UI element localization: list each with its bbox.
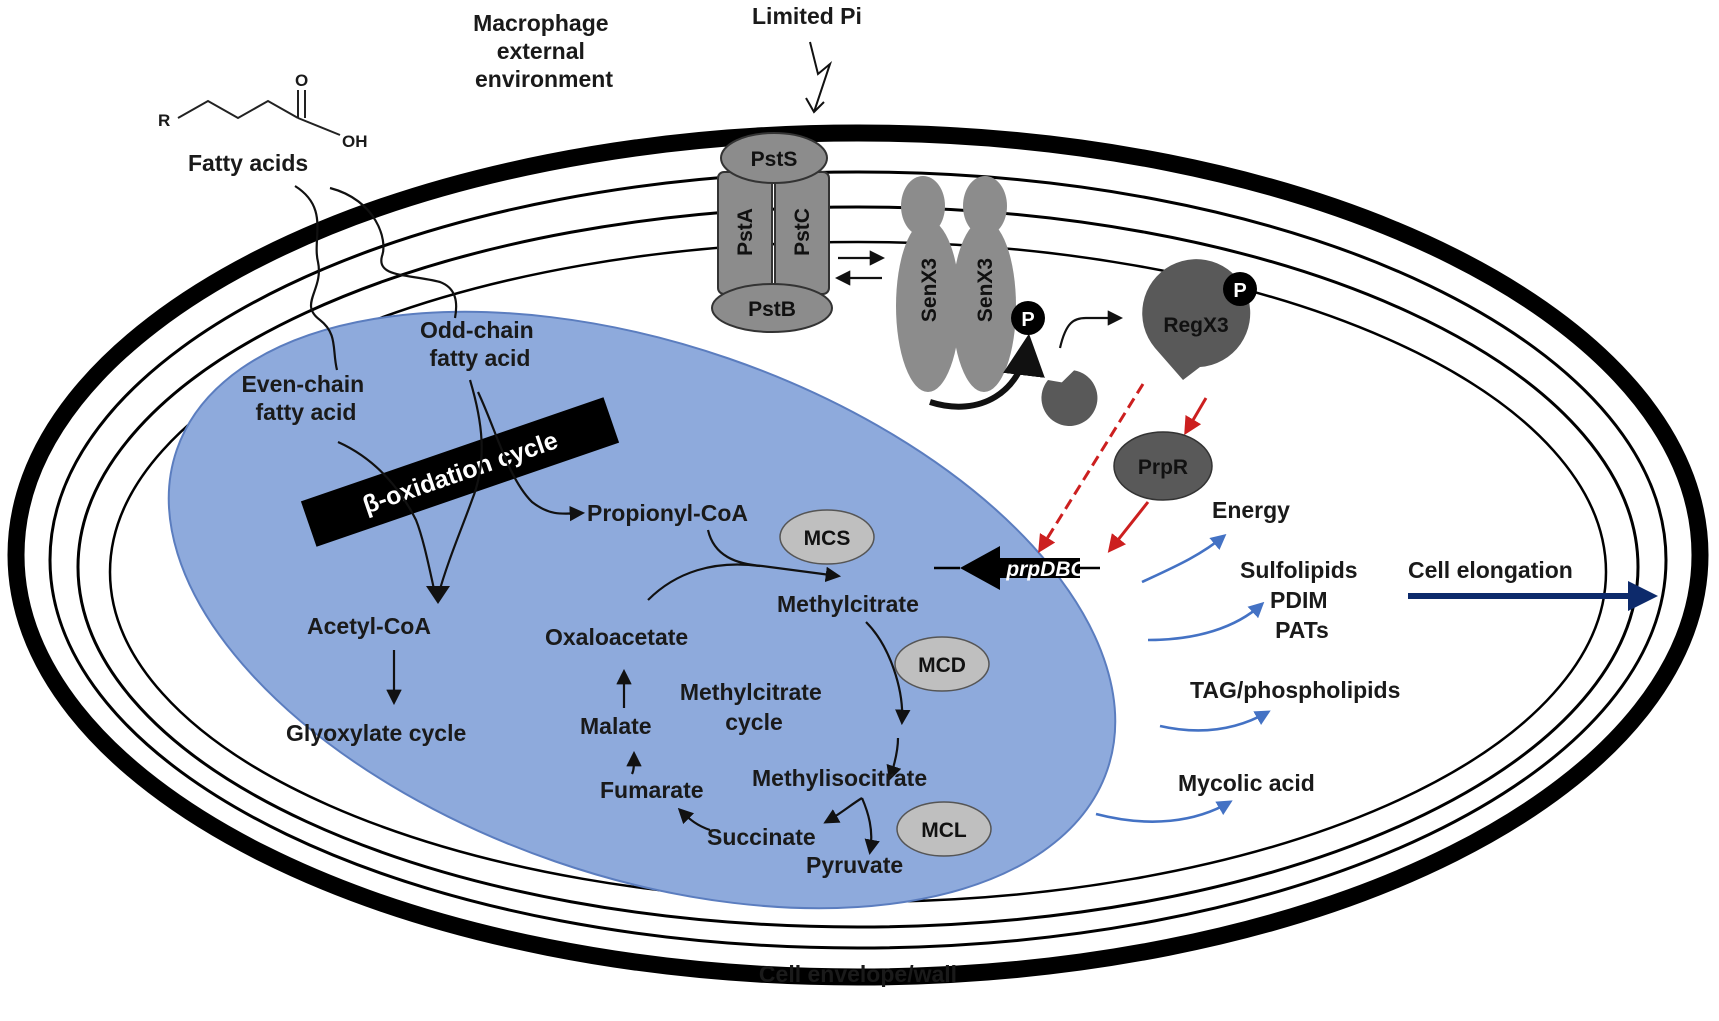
fatty-acids-label: Fatty acids xyxy=(188,150,308,176)
mycolic-acid-label: Mycolic acid xyxy=(1178,770,1315,796)
r-group-label: R xyxy=(158,111,170,130)
methylcitrate-label: Methylcitrate xyxy=(777,591,919,617)
output-arrows xyxy=(1095,534,1271,823)
regx3-to-prpdbc-dashed-arrow xyxy=(1038,383,1145,554)
pst-transporter xyxy=(711,132,833,333)
prpr-to-prpdbc-arrow xyxy=(1107,501,1150,553)
senx3-phosphate-icon xyxy=(1011,301,1045,335)
fatty-acid-structure xyxy=(177,90,341,136)
even-chain-label: Even-chain fatty acid xyxy=(241,371,370,425)
phosphotransfer-arrow xyxy=(1058,310,1124,349)
lightning-bolt-icon xyxy=(809,41,833,113)
mcd-label: MCD xyxy=(918,654,966,677)
psts-protein xyxy=(720,132,828,184)
mcd-enzyme xyxy=(894,636,990,692)
lipids-label: Sulfolipids PDIM PATs xyxy=(1240,557,1364,643)
senx3-label-2: SenX3 xyxy=(974,258,997,322)
macrophage-env-label: Macrophage external environment xyxy=(473,10,615,92)
glyoxylate-cycle-label: Glyoxylate cycle xyxy=(286,720,466,746)
cell-elongation-label: Cell elongation xyxy=(1408,557,1573,583)
beta-oxidation-flows xyxy=(337,379,586,599)
mcl-label: MCL xyxy=(921,819,967,842)
mcs-label: MCS xyxy=(804,527,851,550)
fumarate-label: Fumarate xyxy=(600,777,704,803)
regx3-phosphate-icon xyxy=(1223,272,1257,306)
propionyl-coa-label: Propionyl-CoA xyxy=(587,500,748,526)
cell-envelope-label: Cell envelope/wall xyxy=(759,961,957,987)
senx3-label-1: SenX3 xyxy=(918,258,941,322)
acetyl-coa-arrowhead xyxy=(426,586,450,604)
mcl-enzyme xyxy=(896,801,992,857)
methylisocitrate-label: Methylisocitrate xyxy=(752,765,927,791)
acetyl-coa-label: Acetyl-CoA xyxy=(307,613,431,639)
regx3-to-prpr-arrow xyxy=(1184,397,1208,436)
hydroxyl-label: OH xyxy=(342,132,368,151)
succinate-label: Succinate xyxy=(707,824,816,850)
regx3-small-icon xyxy=(1041,370,1098,426)
energy-label: Energy xyxy=(1212,497,1290,523)
methylcitrate-cycle-label: Methylcitrate cycle xyxy=(680,679,828,735)
pstb-label: PstB xyxy=(748,298,796,321)
fatty-acid-entry-lines xyxy=(294,185,458,371)
pyruvate-label: Pyruvate xyxy=(806,852,903,878)
regx3-phosphate-label: P xyxy=(1233,280,1246,302)
mcs-enzyme xyxy=(779,509,875,565)
cytoplasm-region xyxy=(167,310,1117,910)
prpr-protein xyxy=(1113,431,1213,501)
senx3-phosphate-label: P xyxy=(1021,309,1034,331)
psts-label: PstS xyxy=(751,148,798,171)
senx3-dimer xyxy=(896,176,1016,392)
malate-label: Malate xyxy=(580,713,652,739)
limited-pi-label: Limited Pi xyxy=(752,3,862,29)
prpr-label: PrpR xyxy=(1138,456,1188,479)
methylcitrate-cycle-arrows xyxy=(616,529,911,856)
regx3-label: RegX3 xyxy=(1163,314,1228,337)
autophosphorylation-arrow xyxy=(929,333,1045,410)
odd-chain-label: Odd-chain fatty acid xyxy=(420,317,540,371)
prpdbc-gene-arrow xyxy=(960,546,1080,590)
psta-label: PstA xyxy=(734,208,757,256)
prpdbc-label: prpDBC xyxy=(1005,558,1086,581)
pstc-label: PstC xyxy=(791,208,814,256)
oxaloacetate-label: Oxaloacetate xyxy=(545,624,688,650)
tag-phospholipids-label: TAG/phospholipids xyxy=(1190,677,1400,703)
oxygen-label: O xyxy=(295,71,308,90)
pstb-protein xyxy=(711,283,833,333)
